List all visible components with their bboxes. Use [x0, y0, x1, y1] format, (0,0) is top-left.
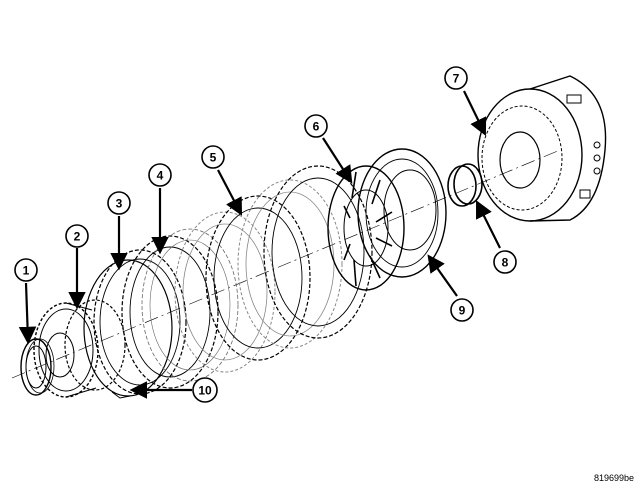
- center-axis: [11, 149, 561, 379]
- leader-1: [18, 282, 37, 345]
- callout-9-label: 9: [459, 304, 466, 318]
- callout-6: 6: [304, 114, 328, 138]
- callout-9: 9: [450, 298, 474, 322]
- leader-5: [217, 169, 243, 216]
- leader-7: [463, 90, 487, 136]
- callout-1-label: 1: [23, 264, 30, 278]
- part-7-clutch-retainer-drum: [477, 75, 607, 222]
- callout-4-label: 4: [157, 169, 164, 183]
- part-8-seal-rings: [447, 163, 483, 207]
- callout-10-label: 10: [198, 384, 212, 398]
- callout-7: 7: [444, 66, 468, 90]
- part-6-return-spring: [327, 165, 405, 291]
- callout-2: 2: [65, 224, 89, 248]
- callout-4: 4: [148, 163, 172, 187]
- callout-3: 3: [107, 191, 131, 215]
- part-10-retaining-ring: [83, 259, 173, 399]
- leader-6: [322, 137, 353, 184]
- part-5-clutch-pack: [174, 165, 373, 373]
- figure-code: 819699be: [593, 473, 634, 483]
- leader-8: [476, 200, 501, 249]
- callout-7-label: 7: [453, 72, 460, 86]
- callout-1: 1: [14, 258, 38, 282]
- part-4-clutch-plate: [121, 228, 239, 389]
- callout-6-label: 6: [313, 120, 320, 134]
- callout-5-label: 5: [210, 151, 217, 165]
- part-9-piston: [357, 148, 447, 278]
- callout-8: 8: [493, 250, 517, 274]
- callout-3-label: 3: [116, 197, 123, 211]
- leader-9: [427, 254, 458, 297]
- part-1-snap-ring: [20, 338, 55, 396]
- callout-8-label: 8: [502, 256, 509, 270]
- callout-5: 5: [201, 145, 225, 169]
- callout-2-label: 2: [74, 230, 81, 244]
- callout-10: 10: [192, 377, 218, 403]
